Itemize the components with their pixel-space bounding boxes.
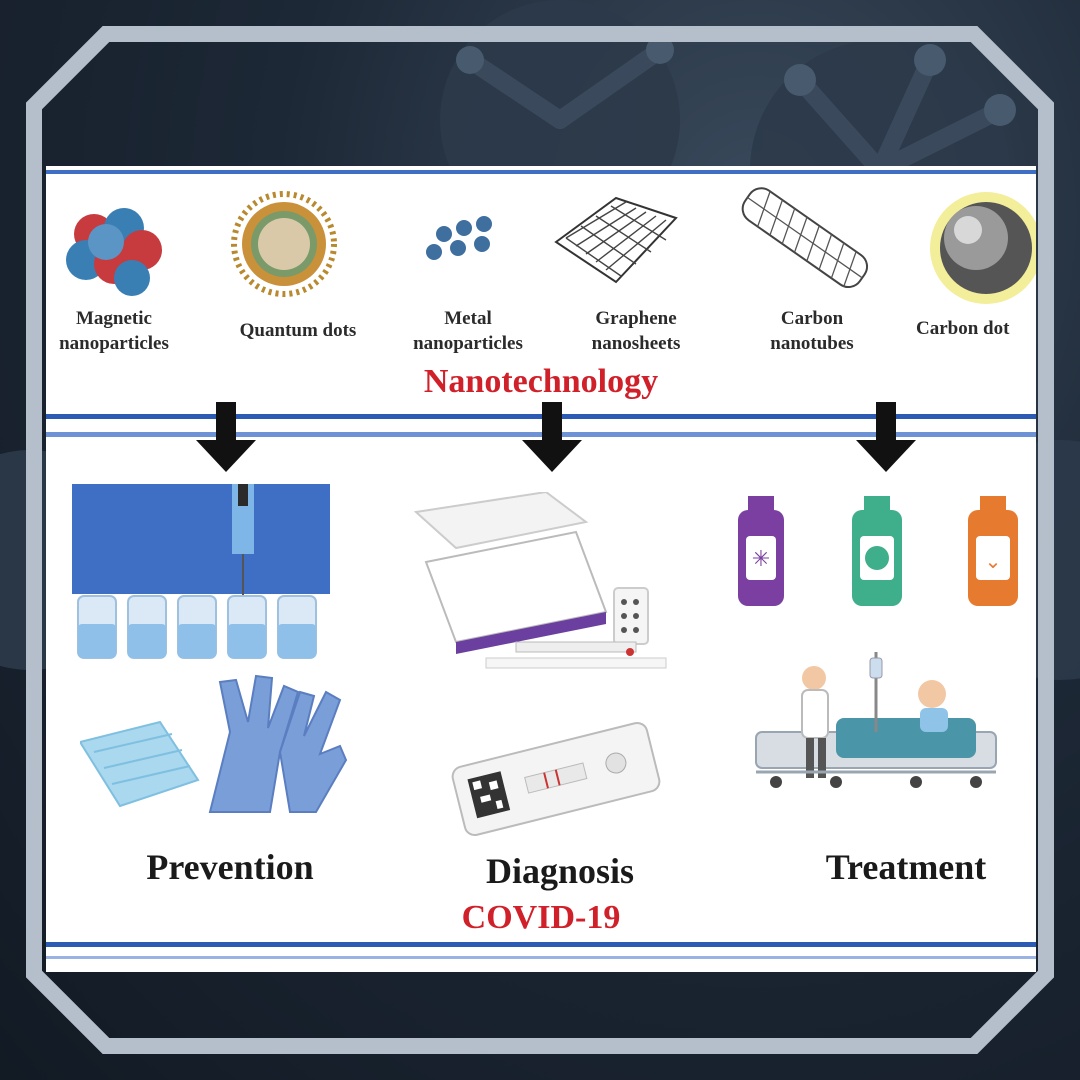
graphene-nanosheets-label: Graphene nanosheets [591,308,681,354]
quantum-dots-label: Quantum dots [239,320,357,341]
infographic-panel: Magnetic nanoparticles Quantum dots Meta… [46,166,1036,972]
rapid-test-cassette-icon [451,721,661,837]
bottom-divider-secondary [46,956,1036,959]
medicine-bottles-icon: ✳ ⌄ [738,496,1018,606]
nanotechnology-title: Nanotechnology [423,363,659,400]
middle-divider [46,414,1036,419]
magnetic-nanoparticles-icon [66,208,162,296]
magnetic-nanoparticles-label: Magnetic nanoparticles [59,308,169,354]
prevention-label: Prevention [146,847,314,887]
middle-divider-secondary [46,432,1036,437]
gloves-icon [80,674,348,813]
top-divider [46,170,1036,174]
metal-nanoparticles-icon [426,216,492,260]
nanomaterials-icon-row [66,187,1036,304]
svg-text:⌄: ⌄ [985,551,1002,573]
arrow-down-icon [522,402,582,472]
vaccine-vials-icon [72,484,330,659]
arrow-down-icon [196,402,256,472]
svg-text:✳: ✳ [752,546,770,571]
metal-nanoparticles-label: Metal nanoparticles [413,308,523,354]
graphene-nanosheets-icon [554,196,678,284]
carbon-nanotubes-icon [741,187,869,289]
face-mask-icon [80,720,200,808]
test-kit-box-icon [413,492,667,669]
carbon-dot-icon [930,192,1036,304]
bottom-divider [46,942,1036,947]
carbon-dot-label: Carbon dot [916,318,1010,339]
covid-19-title: COVID-19 [461,899,621,936]
arrow-down-icon [856,402,916,472]
quantum-dots-icon [231,191,337,297]
carbon-nanotubes-label: Carbon nanotubes [770,308,854,354]
hospital-bed-icon [755,652,997,788]
treatment-label: Treatment [825,847,987,887]
diagnosis-label: Diagnosis [485,851,635,891]
